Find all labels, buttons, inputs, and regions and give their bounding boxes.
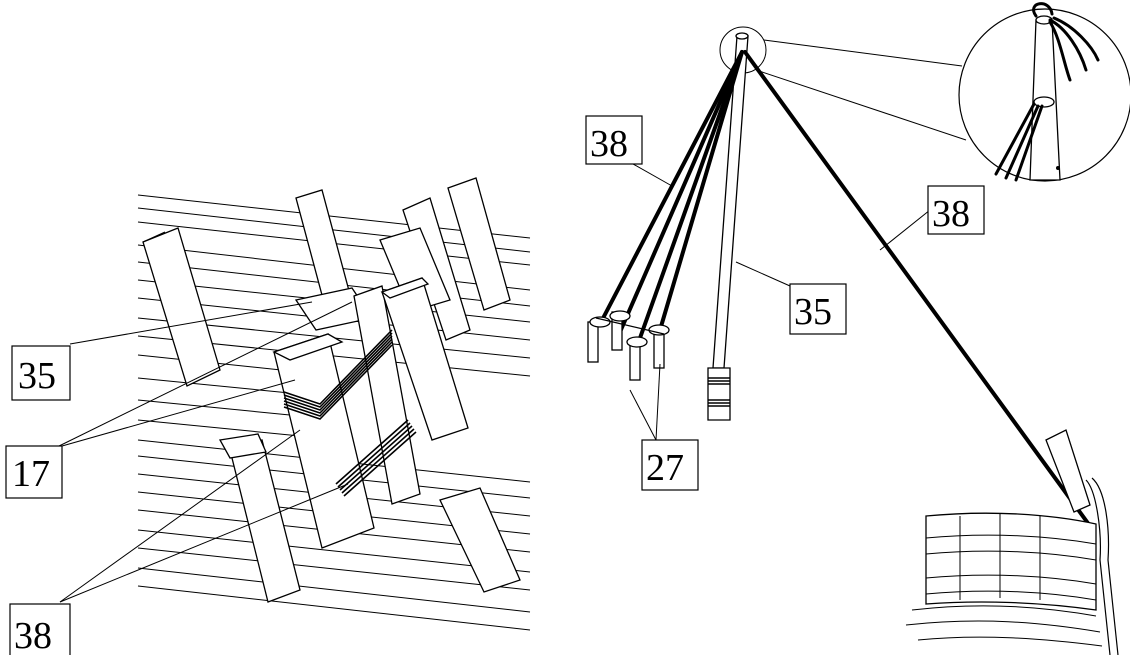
svg-text:35: 35 bbox=[794, 291, 832, 333]
label-38-left: 38 bbox=[9, 603, 71, 655]
lashing-upper-part-38 bbox=[283, 329, 393, 420]
mast-foot-part-35 bbox=[294, 285, 421, 505]
svg-text:27: 27 bbox=[646, 447, 684, 489]
deck-posts bbox=[142, 177, 521, 603]
svg-text:38: 38 bbox=[932, 193, 970, 235]
label-17-left: 17 bbox=[5, 445, 63, 499]
lashing-lower-part-38 bbox=[335, 419, 417, 497]
svg-text:38: 38 bbox=[590, 123, 628, 165]
leader-lines-right bbox=[625, 159, 931, 441]
svg-text:17: 17 bbox=[12, 453, 50, 495]
deck-detail-view: 35 17 38 bbox=[5, 177, 531, 655]
mast-part-35 bbox=[707, 32, 749, 421]
shrouds-part-38 bbox=[598, 50, 744, 340]
magnified-masthead-detail-icon bbox=[958, 2, 1130, 182]
svg-text:35: 35 bbox=[18, 355, 56, 397]
leader-lines-left bbox=[54, 301, 353, 603]
deadeyes-part-27 bbox=[587, 310, 670, 381]
label-38-stay: 38 bbox=[927, 185, 985, 235]
label-27-deadeyes: 27 bbox=[641, 439, 699, 491]
mast-overview-view: 38 38 35 27 bbox=[585, 2, 1130, 655]
ship-bow bbox=[905, 429, 1119, 655]
label-35-mast: 35 bbox=[789, 283, 847, 335]
label-35-left: 35 bbox=[11, 345, 71, 401]
cheek-pieces-part-17 bbox=[272, 277, 469, 549]
label-38-shrouds: 38 bbox=[585, 115, 643, 165]
stay-part-38 bbox=[743, 50, 1092, 528]
svg-text:38: 38 bbox=[14, 615, 52, 655]
